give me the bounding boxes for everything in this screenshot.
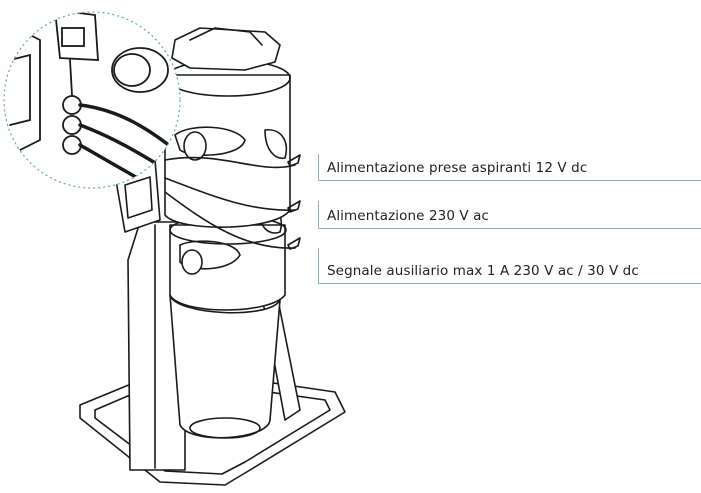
callout-230v-label: Alimentazione 230 V ac <box>327 208 490 224</box>
callout-12v-supply: Alimentazione prese aspiranti 12 V dc <box>318 154 701 181</box>
top-cap <box>171 27 281 71</box>
callout-aux-signal: Segnale ausiliario max 1 A 230 V ac / 30… <box>318 248 701 284</box>
motor-lower-housing <box>169 224 286 311</box>
callout-230v-supply: Alimentazione 230 V ac <box>318 201 701 229</box>
cable-230v <box>164 177 296 211</box>
cable-12v <box>164 156 296 169</box>
cable-aux <box>164 191 296 249</box>
callout-12v-label: Alimentazione prese aspiranti 12 V dc <box>327 160 588 176</box>
arrow-230v <box>287 200 301 213</box>
arrow-aux <box>287 237 301 250</box>
arrow-12v <box>287 154 301 167</box>
callout-aux-label: Segnale ausiliario max 1 A 230 V ac / 30… <box>327 263 639 279</box>
connector-detail-zoom <box>3 11 181 189</box>
collection-bin <box>169 294 281 439</box>
